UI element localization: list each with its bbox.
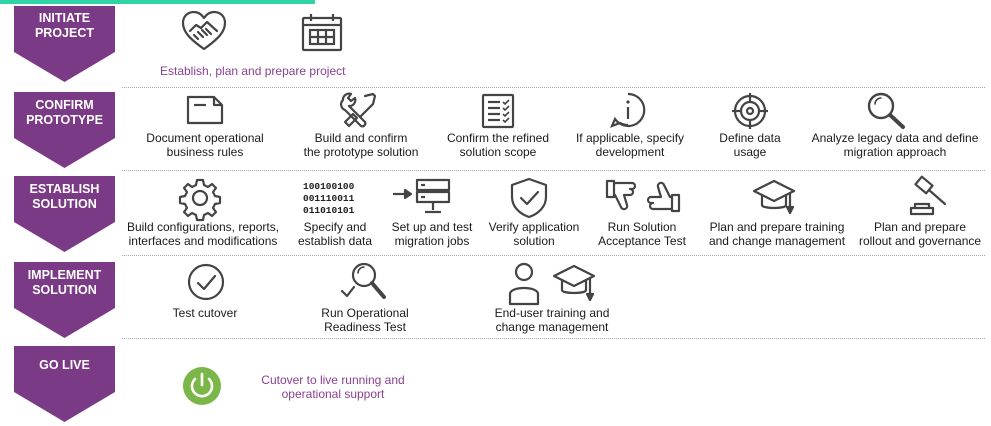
info-icon	[609, 91, 647, 129]
phase-label: INITIATE PROJECT	[34, 11, 95, 40]
phase-label: ESTABLISH SOLUTION	[29, 182, 100, 211]
step-label: Run Solution Acceptance Test	[598, 220, 686, 248]
step-label: Define data usage	[719, 131, 781, 159]
phase-go-live: GO LIVE	[14, 346, 115, 422]
power-icon	[182, 366, 222, 406]
handshake-icon	[180, 9, 228, 53]
thumbs-icon	[605, 177, 681, 215]
target-icon	[732, 93, 768, 129]
step-label: Verify application solution	[488, 220, 580, 248]
tools-icon	[339, 92, 377, 130]
gear-icon	[178, 178, 222, 222]
step-label: Set up and test migration jobs	[391, 220, 473, 248]
step-label: Build configurations, reports, interface…	[126, 220, 280, 248]
checkmark-circle-icon	[186, 262, 226, 302]
document-icon	[186, 95, 224, 125]
row-separator	[122, 170, 985, 171]
step-label: Run Operational Readiness Test	[321, 306, 409, 334]
step-label: Build and confirm the prototype solution	[303, 131, 419, 159]
step-label: Test cutover	[172, 306, 238, 320]
step-label: Specify and establish data	[297, 220, 373, 248]
initiate-description: Establish, plan and prepare project	[160, 64, 346, 78]
row-separator	[122, 338, 985, 339]
graduation-cap-icon	[752, 179, 796, 217]
phase-label: GO LIVE	[39, 358, 90, 372]
golive-description: Cutover to live running and operational …	[261, 373, 405, 401]
server-icon	[391, 178, 455, 218]
phase-establish-solution: ESTABLISH SOLUTION	[14, 176, 115, 252]
gavel-icon	[907, 175, 951, 218]
top-accent-bar	[0, 0, 315, 4]
row-separator	[122, 87, 985, 88]
step-label: If applicable, specify development	[575, 131, 685, 159]
step-label: Plan and prepare rollout and governance	[858, 220, 982, 248]
phase-label: CONFIRM PROTOTYPE	[26, 98, 103, 127]
step-label: End-user training and change management	[494, 306, 610, 334]
binary-icon: 100100100 001110011 011010101	[303, 181, 355, 216]
phase-label: IMPLEMENT SOLUTION	[27, 268, 102, 297]
user-graduation-icon	[506, 262, 598, 306]
step-label: Confirm the refined solution scope	[446, 131, 550, 159]
checklist-icon	[481, 93, 515, 129]
magnifier-icon	[864, 91, 908, 131]
phase-confirm-prototype: CONFIRM PROTOTYPE	[14, 92, 115, 168]
step-label: Document operational business rules	[146, 131, 264, 159]
magnifier-check-icon	[340, 261, 390, 303]
step-label: Plan and prepare training and change man…	[708, 220, 846, 248]
phase-implement-solution: IMPLEMENT SOLUTION	[14, 262, 115, 338]
step-label: Analyze legacy data and define migration…	[811, 131, 979, 159]
row-separator	[122, 255, 985, 256]
shield-check-icon	[510, 177, 548, 219]
calendar-icon	[301, 12, 343, 52]
phase-initiate-project: INITIATE PROJECT	[14, 6, 115, 82]
